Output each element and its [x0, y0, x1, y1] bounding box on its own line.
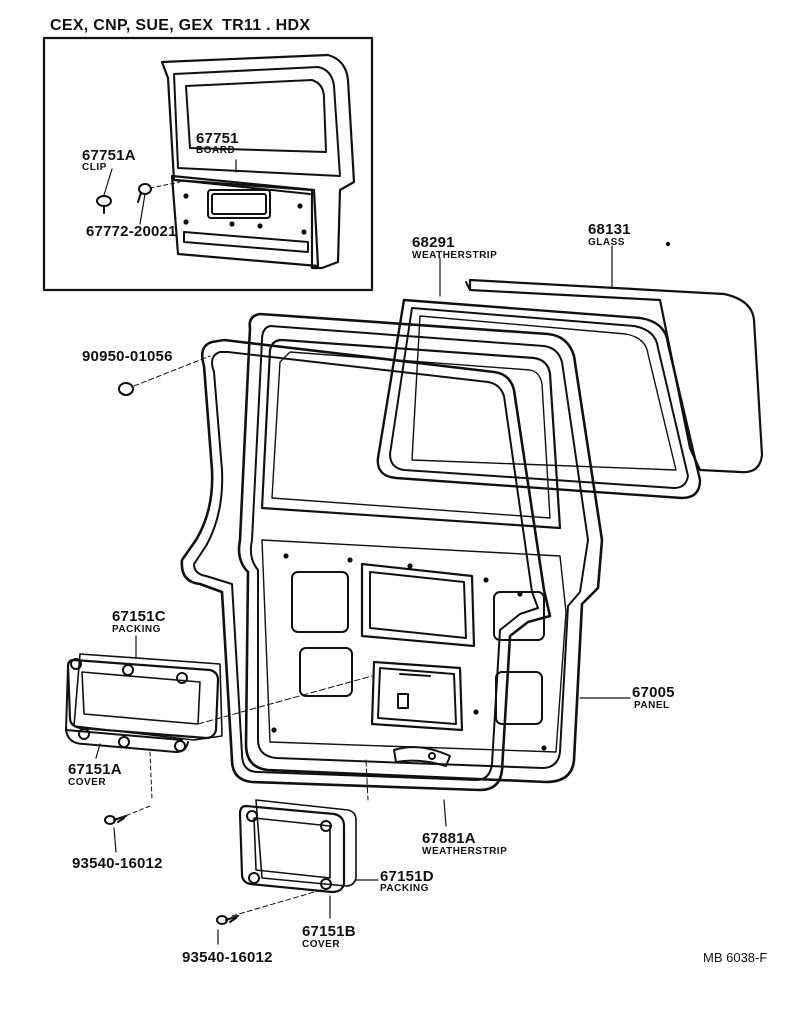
cover-a-illustration	[65, 653, 223, 753]
part-name-cover-67151A: COVER	[68, 777, 107, 788]
part-number-67005: 67005	[632, 684, 675, 701]
door-weatherstrip-illustration	[180, 338, 552, 792]
part-name-cover-67151B: COVER	[302, 939, 341, 950]
part-number-67151D: 67151D	[380, 868, 434, 885]
part-number-93540-a: 93540-16012	[72, 855, 163, 872]
part-name-board: BOARD	[196, 145, 236, 156]
grommet-icon	[118, 382, 134, 396]
part-number-67751: 67751	[196, 130, 239, 147]
inset-board-illustration	[170, 174, 320, 268]
inset-frame	[42, 36, 374, 292]
part-number-67151A: 67151A	[68, 761, 122, 778]
part-name-clip: CLIP	[82, 162, 107, 173]
part-name-packing-67151C: PACKING	[112, 624, 161, 635]
part-number-68131: 68131	[588, 221, 631, 238]
part-name-weatherstrip-67881A: WEATHERSTRIP	[422, 846, 508, 857]
part-name-weatherstrip-68291: WEATHERSTRIP	[412, 250, 498, 261]
back-door-panel-illustration	[237, 312, 604, 784]
part-name-panel: PANEL	[634, 700, 670, 711]
part-number-67772: 67772-20021	[86, 223, 177, 240]
part-number-67881A: 67881A	[422, 830, 476, 847]
inset-variants-label: CEX, CNP, SUE, GEX	[50, 17, 214, 34]
inset-door-illustration	[160, 53, 356, 270]
inset-grade-label: TR11 . HDX	[222, 17, 311, 34]
part-number-67151C: 67151C	[112, 608, 166, 625]
part-number-68291: 68291	[412, 234, 455, 251]
glass-weatherstrip-illustration	[376, 298, 702, 500]
part-name-packing-67151D: PACKING	[380, 883, 429, 894]
part-number-93540-b: 93540-16012	[182, 949, 273, 966]
inset-clip-icon	[96, 183, 152, 214]
glass-illustration	[465, 278, 764, 474]
part-number-67751A: 67751A	[82, 147, 136, 164]
part-number-67151B: 67151B	[302, 923, 356, 940]
screw-a-icon	[104, 815, 127, 825]
figure-reference: MB 6038-F	[703, 950, 768, 965]
part-number-90950: 90950-01056	[82, 348, 173, 365]
screw-b-icon	[216, 915, 239, 925]
part-name-glass: GLASS	[588, 237, 625, 248]
cover-b-illustration	[238, 799, 357, 894]
